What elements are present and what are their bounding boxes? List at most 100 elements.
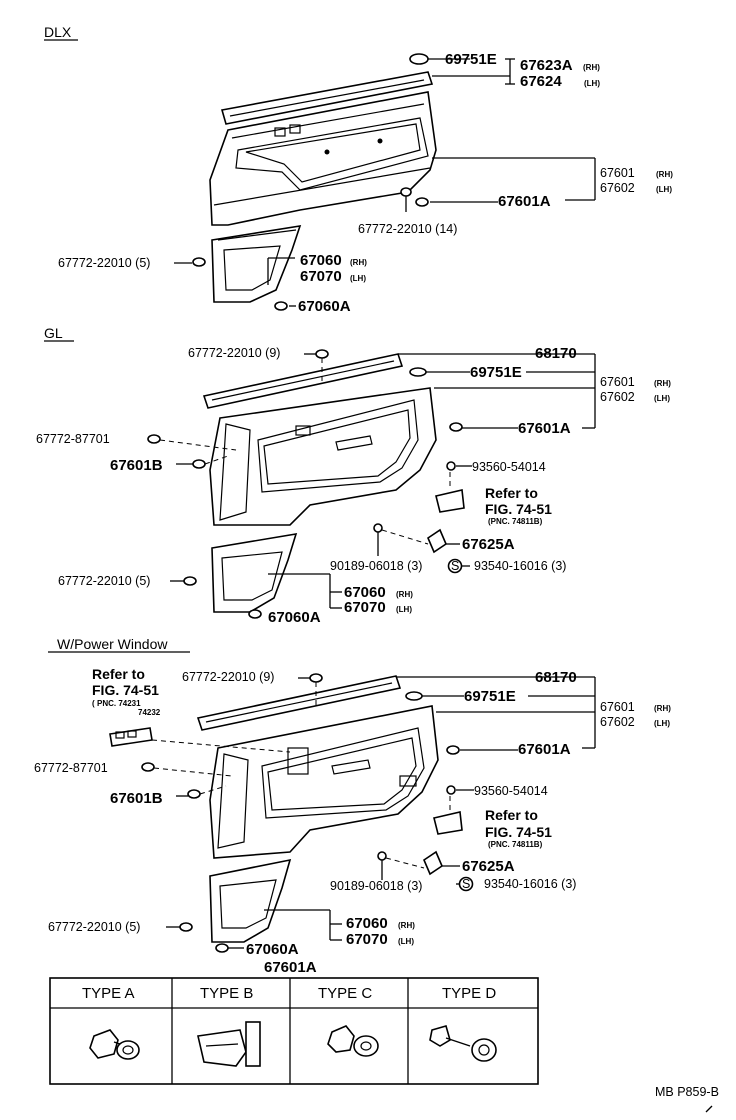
label-dlx-67772-14: 67772-22010 (14): [358, 222, 457, 236]
label-gl-93540: 93540-16016 (3): [474, 559, 566, 573]
dlx-clip-69751E: [409, 53, 429, 65]
label-pw-fig: FIG. 74-51: [485, 824, 552, 840]
label-pw-67601: 67601: [600, 700, 635, 714]
label-pw-67070-side: (LH): [398, 937, 414, 946]
label-dlx-67623A-side: (RH): [583, 63, 600, 72]
label-pw-90189: 90189-06018 (3): [330, 879, 422, 893]
label-dlx-67602-side: (LH): [656, 185, 672, 194]
label-dlx-67601-side: (RH): [656, 170, 673, 179]
label-gl-67070-side: (LH): [396, 605, 412, 614]
footer-code: MB P859-B: [655, 1085, 719, 1099]
label-pw-67772-9: 67772-22010 (9): [182, 670, 274, 684]
pw-lower-pocket: [209, 858, 292, 943]
label-pw-67625A: 67625A: [462, 858, 515, 875]
label-pw-67772-87701: 67772-87701: [34, 761, 108, 775]
label-pw-67601B: 67601B: [110, 790, 163, 807]
label-gl-67060A: 67060A: [268, 609, 321, 626]
label-pw-67602: 67602: [600, 715, 635, 729]
label-gl-68170: 68170: [535, 345, 577, 362]
gl-bracket-67625A: [427, 528, 447, 554]
label-gl-67070: 67070: [344, 599, 386, 616]
dlx-lower-pocket: [211, 225, 302, 303]
clip-type-table: TYPE A TYPE B TYPE C TYPE D: [49, 977, 539, 1085]
label-dlx-67060A: 67060A: [298, 298, 351, 315]
label-gl-67602: 67602: [600, 390, 635, 404]
label-dlx-67070: 67070: [300, 268, 342, 285]
pw-bracket-67625A: [423, 850, 443, 876]
label-dlx-67772-5: 67772-22010 (5): [58, 256, 150, 270]
gl-lower-pocket: [211, 532, 298, 613]
label-gl-67602-side: (LH): [654, 394, 670, 403]
label-pw-67060: 67060: [346, 915, 388, 932]
label-dlx-67060-side: (RH): [350, 258, 367, 267]
label-gl-67772-9: 67772-22010 (9): [188, 346, 280, 360]
label-dlx-67601A: 67601A: [498, 193, 551, 210]
type-a-header: TYPE A: [82, 985, 135, 1002]
label-gl-90189: 90189-06018 (3): [330, 559, 422, 573]
label-gl-67601-side: (RH): [654, 379, 671, 388]
type-b-clip-drawing: [197, 1021, 261, 1067]
label-gl-67625A: 67625A: [462, 536, 515, 553]
type-d-clip-drawing: [429, 1025, 497, 1062]
label-dlx-67624-side: (LH): [584, 79, 600, 88]
dlx-clip-67772-5: [192, 257, 206, 267]
pw-upper-moulding: [196, 675, 402, 731]
pw-inside-handle: [433, 811, 463, 835]
label-pw-67601-side: (RH): [654, 704, 671, 713]
label-dlx-67624: 67624: [520, 73, 562, 90]
type-a-clip-drawing: [89, 1029, 140, 1060]
pw-switch-panel: [109, 727, 153, 747]
label-dlx-69751E: 69751E: [445, 51, 497, 68]
section-label-dlx: DLX: [44, 24, 72, 40]
gl-upper-moulding: [202, 353, 404, 409]
label-gl-67601: 67601: [600, 375, 635, 389]
label-dlx-67060: 67060: [300, 252, 342, 269]
label-gl-69751E: 69751E: [470, 364, 522, 381]
section-label-power-window: W/Power Window: [57, 636, 168, 652]
label-pw-67060-side: (RH): [398, 921, 415, 930]
label-gl-67772-5: 67772-22010 (5): [58, 574, 150, 588]
label-dlx-67070-side: (LH): [350, 274, 366, 283]
label-pw-68170: 68170: [535, 669, 577, 686]
gl-door-trim-panel: [209, 387, 437, 526]
dlx-clip-67772-14: [400, 187, 412, 212]
type-b-header: TYPE B: [200, 985, 253, 1002]
label-pw-67601A: 67601A: [518, 741, 571, 758]
label-dlx-67602: 67602: [600, 181, 635, 195]
type-d-header: TYPE D: [442, 985, 496, 1002]
label-gl-67772-87701: 67772-87701: [36, 432, 110, 446]
label-dlx-67623A: 67623A: [520, 57, 573, 74]
label-pw-69751E: 69751E: [464, 688, 516, 705]
label-gl-fig: FIG. 74-51: [485, 501, 552, 517]
label-pw-pnc: (PNC. 74811B): [488, 840, 543, 849]
label-pw-refer: Refer to: [485, 807, 538, 823]
label-gl-67060: 67060: [344, 584, 386, 601]
svg-text:(: (: [92, 699, 95, 708]
gl-inside-handle: [435, 489, 465, 513]
label-gl-67601B: 67601B: [110, 457, 163, 474]
label-gl-s-mark: S: [451, 559, 459, 573]
label-dlx-67601: 67601: [600, 166, 635, 180]
label-pw-93540: 93540-16016 (3): [484, 877, 576, 891]
label-gl-refer: Refer to: [485, 485, 538, 501]
label-gl-pnc: (PNC. 74811B): [488, 517, 543, 526]
dlx-clip-67060A: [274, 301, 288, 311]
type-c-clip-drawing: [327, 1025, 379, 1057]
label-pw-refer-left: Refer to: [92, 666, 145, 682]
label-pw-93560: 93560-54014: [474, 784, 548, 798]
label-pw-67060A: 67060A: [246, 941, 299, 958]
label-pw-s-mark: S: [462, 877, 470, 891]
label-gl-93560: 93560-54014: [472, 460, 546, 474]
label-pw-pnc-left-1: PNC. 74231: [97, 699, 141, 708]
dlx-door-trim-panel: [209, 91, 437, 226]
pw-door-trim-panel: [209, 705, 439, 859]
label-gl-67601A: 67601A: [518, 420, 571, 437]
label-pw-pnc-left-2: 74232: [138, 708, 161, 717]
section-label-gl: GL: [44, 325, 63, 341]
label-pw-67070: 67070: [346, 931, 388, 948]
label-pw-fig-left: FIG. 74-51: [92, 682, 159, 698]
label-pw-67772-5: 67772-22010 (5): [48, 920, 140, 934]
dlx-upper-moulding: [220, 71, 434, 125]
label-pw-67601A-bottom: 67601A: [264, 959, 317, 976]
